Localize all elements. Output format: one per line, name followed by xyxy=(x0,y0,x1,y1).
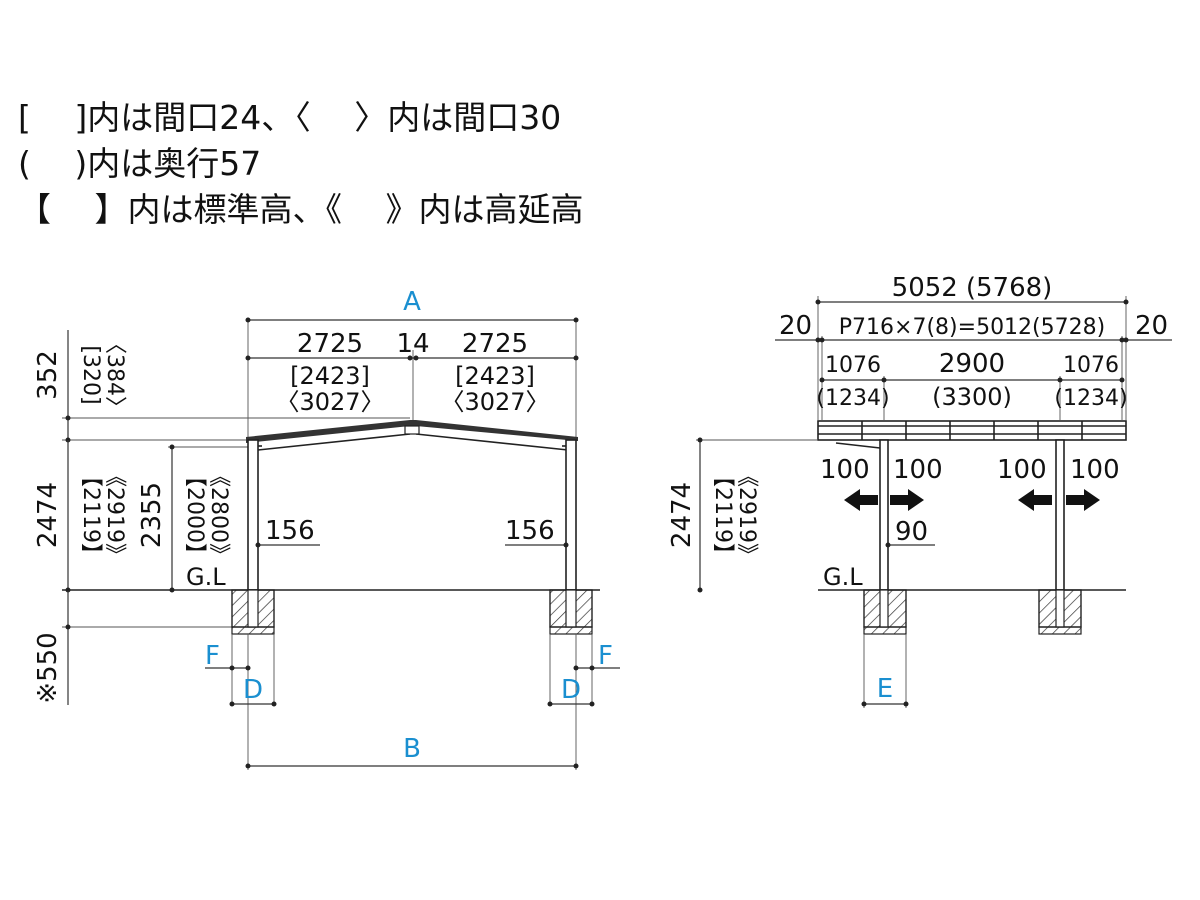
side-post-left xyxy=(879,439,889,591)
label-d-right: D xyxy=(561,675,581,705)
roof-rise: 352 xyxy=(33,350,63,400)
span-left: 2725 xyxy=(297,329,363,359)
dim-90: 90 xyxy=(895,517,928,547)
overhang-left-57: (1234) xyxy=(816,386,889,411)
adjust-3: 100 xyxy=(997,455,1047,485)
legend-depth-note: ( )内は奥行57 xyxy=(18,144,262,183)
span-right-24: [2423] xyxy=(455,362,535,390)
side-view: 5052(5768) 20 P716×7(8)=5012(5728) 20 10… xyxy=(667,273,1172,708)
adjust-4: 100 xyxy=(1070,455,1120,485)
total-width: 5052(5768) xyxy=(892,273,1053,303)
overhang-left: 1076 xyxy=(825,353,881,378)
side-roof xyxy=(817,420,1127,441)
margin-left: 20 xyxy=(779,311,812,341)
side-ground-label: G.L xyxy=(823,563,863,591)
label-f-left: F xyxy=(205,641,220,671)
post-span: 2900 xyxy=(939,349,1005,379)
height-post-high: 《2800》 xyxy=(206,465,231,565)
roof xyxy=(246,420,578,443)
height-total: 2474 xyxy=(33,482,63,548)
span-left-24: [2423] xyxy=(290,362,370,390)
pitch-formula: P716×7(8)=5012(5728) xyxy=(839,315,1105,340)
label-e: E xyxy=(877,674,893,704)
height-total-std: 【2119】 xyxy=(78,465,103,565)
span-gap: 14 xyxy=(396,329,429,359)
side-height-total-std: 【2119】 xyxy=(710,465,735,565)
legend-frontage-note: [ ]内は間口24、〈 〉内は間口30 xyxy=(18,98,562,137)
arrow-right-icon xyxy=(1066,489,1100,511)
side-post-right xyxy=(1055,439,1065,591)
arrow-left-icon xyxy=(1018,489,1052,511)
front-view: A 2725 14 2725 [2423] 〈3027〉 [2423] 〈302… xyxy=(33,287,620,770)
legend: [ ]内は間口24、〈 〉内は間口30 ( )内は奥行57 【 】内は標準高、《… xyxy=(18,95,583,233)
side-height-total-high: 《2919》 xyxy=(734,465,759,565)
height-total-high: 《2919》 xyxy=(102,465,127,565)
dim-156-right: 156 xyxy=(505,516,555,546)
arrow-left-icon xyxy=(844,489,878,511)
overhang-right-57: (1234) xyxy=(1054,386,1127,411)
height-post-std: 【2000】 xyxy=(182,465,207,565)
overhang-right: 1076 xyxy=(1063,353,1119,378)
post-span-57: (3300) xyxy=(932,383,1012,411)
span-right-30: 〈3027〉 xyxy=(440,388,549,416)
post-left xyxy=(247,439,259,591)
label-b: B xyxy=(403,734,421,764)
foundation-depth: ※550 xyxy=(33,632,63,703)
margin-right: 20 xyxy=(1135,311,1168,341)
post-right xyxy=(565,439,577,591)
span-right: 2725 xyxy=(462,329,528,359)
span-left-30: 〈3027〉 xyxy=(275,388,384,416)
label-d-left: D xyxy=(243,675,263,705)
legend-height-note: 【 】内は標準高、《 》内は高延高 xyxy=(18,190,584,229)
adjust-1: 100 xyxy=(820,455,870,485)
height-post: 2355 xyxy=(137,482,167,548)
side-height-total: 2474 xyxy=(667,482,697,548)
label-a: A xyxy=(403,287,421,317)
label-f-right: F xyxy=(598,641,613,671)
arrow-right-icon xyxy=(890,489,924,511)
ground-label: G.L xyxy=(186,563,226,591)
adjust-2: 100 xyxy=(893,455,943,485)
roof-rise-30: 〈384〉 xyxy=(102,332,127,418)
roof-rise-24: [320] xyxy=(78,345,103,404)
dim-156-left: 156 xyxy=(265,516,315,546)
